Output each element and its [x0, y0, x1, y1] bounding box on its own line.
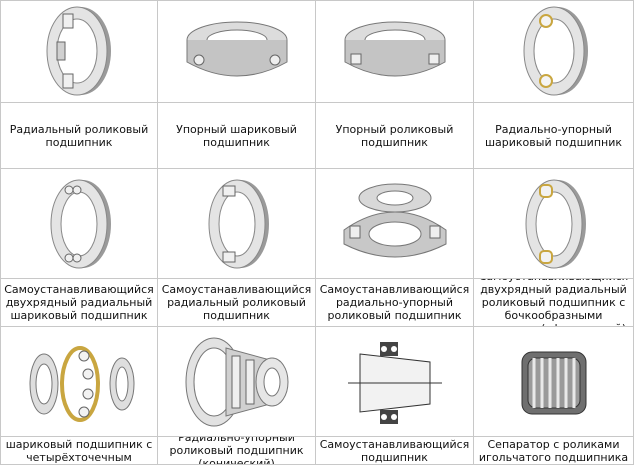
- caption-8: Самоустанавливающийся двухрядный радиаль…: [479, 279, 629, 326]
- caption-12: Сепаратор с роликами игольчатого подшипн…: [478, 437, 629, 464]
- caption-cell-4: Радиально-упорный шариковый подшипник: [474, 103, 634, 169]
- angular-contact-ball-bearing-icon: [523, 6, 588, 96]
- self-aligning-radial-roller-bearing-icon: [208, 179, 269, 268]
- caption-cell-7: Самоустанавливающийся радиально-упорный …: [316, 279, 474, 327]
- needle-roller-cage-icon: [521, 351, 586, 414]
- thrust-roller-bearing-icon: [344, 21, 445, 76]
- caption-cell-3: Упорный роликовый подшипник: [316, 103, 474, 169]
- caption-4: Радиально-упорный шариковый подшипник: [484, 122, 623, 149]
- caption-cell-5: Самоустанавливающийся двухрядный радиаль…: [0, 279, 158, 327]
- image-cell-11: [316, 327, 474, 437]
- caption-cell-1: Радиальный роликовый подшипник: [0, 103, 158, 169]
- image-cell-8: [474, 169, 634, 279]
- spherical-roller-bearing-icon: [525, 179, 586, 268]
- caption-1: Радиальный роликовый подшипник: [9, 122, 149, 149]
- caption-cell-12: Сепаратор с роликами игольчатого подшипн…: [474, 437, 634, 465]
- image-cell-6: [158, 169, 316, 279]
- four-point-contact-bearing-icon: [29, 345, 135, 422]
- image-cell-2: [158, 0, 316, 103]
- caption-6: Самоустанавливающийся радиальный роликов…: [161, 283, 312, 322]
- caption-2: Упорный шариковый подшипник: [176, 122, 297, 149]
- caption-cell-11: Самоустанавливающийся подшипник: [316, 437, 474, 465]
- caption-11: Самоустанавливающийся подшипник: [319, 437, 470, 464]
- image-cell-10: [158, 327, 316, 437]
- self-aligning-angular-roller-bearing-icon: [343, 183, 446, 257]
- self-aligning-bearing-diagram-icon: [347, 341, 442, 424]
- caption-3: Упорный роликовый подшипник: [335, 122, 454, 149]
- caption-5: Самоустанавливающийся двухрядный радиаль…: [4, 283, 154, 322]
- thrust-ball-bearing-icon: [186, 21, 287, 76]
- image-cell-3: [316, 0, 474, 103]
- caption-cell-8: Самоустанавливающийся двухрядный радиаль…: [474, 279, 634, 327]
- image-cell-1: [0, 0, 158, 103]
- image-cell-5: [0, 169, 158, 279]
- caption-9: Радиально-упорный шариковый подшипник с …: [5, 437, 153, 464]
- image-cell-4: [474, 0, 634, 103]
- image-cell-12: [474, 327, 634, 437]
- self-aligning-double-row-ball-bearing-icon: [50, 179, 111, 268]
- caption-cell-6: Самоустанавливающийся радиальный роликов…: [158, 279, 316, 327]
- caption-cell-2: Упорный шариковый подшипник: [158, 103, 316, 169]
- image-cell-7: [316, 169, 474, 279]
- caption-cell-10: Радиально-упорный роликовый подшипник (к…: [158, 437, 316, 465]
- caption-7: Самоустанавливающийся радиально-упорный …: [319, 283, 470, 322]
- radial-roller-bearing-icon: [46, 6, 111, 96]
- caption-10: Радиально-упорный роликовый подшипник (к…: [169, 437, 304, 465]
- tapered-roller-bearing-icon: [185, 337, 288, 426]
- caption-cell-9: Радиально-упорный шариковый подшипник с …: [0, 437, 158, 465]
- image-cell-9: [0, 327, 158, 437]
